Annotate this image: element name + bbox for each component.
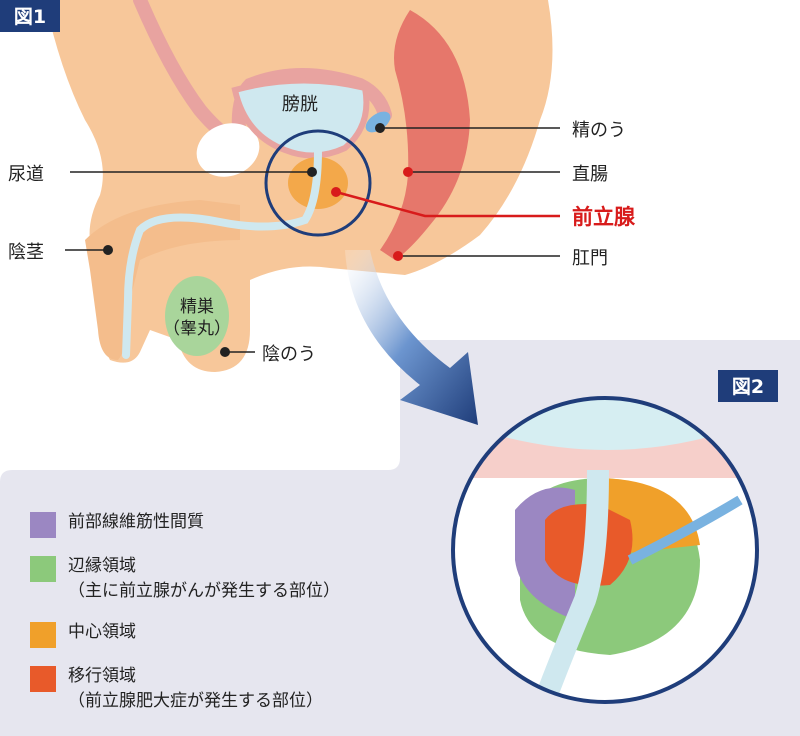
label-rectum: 直腸 [572, 164, 608, 185]
pubic-bone [196, 123, 260, 177]
label-anus: 肛門 [572, 248, 608, 269]
legend-item: 移行領域 （前立腺肥大症が発生する部位） [30, 664, 410, 714]
bladder-shape [231, 77, 370, 159]
leader-lines [65, 127, 560, 353]
legend-item: 前部線維筋性間質 [30, 510, 410, 538]
label-testis: 精巣 [180, 297, 214, 317]
urethra-tube [122, 146, 322, 359]
legend-item: 辺縁領域 （主に前立腺がんが発生する部位） [30, 554, 410, 604]
badge-fig2: 図2 [718, 370, 778, 402]
zoom-arrow [345, 250, 478, 425]
testis-shape [165, 276, 229, 356]
label-urethra: 尿道 [8, 164, 44, 185]
svg-text:図2: 図2 [732, 376, 764, 398]
label-seminal-vesicle: 精のう [572, 120, 626, 141]
legend-swatch [30, 666, 56, 692]
legend-text: 移行領域 （前立腺肥大症が発生する部位） [68, 666, 323, 711]
label-testis-alt: （睾丸） [163, 319, 231, 339]
rectum-shape [380, 10, 470, 260]
label-bladder: 膀胱 [282, 94, 318, 115]
label-scrotum: 陰のう [262, 344, 316, 365]
legend-swatch [30, 556, 56, 582]
leader-dots [103, 123, 413, 357]
legend-text: 中心領域 [68, 622, 136, 642]
legend-swatch [30, 512, 56, 538]
legend-swatch [30, 622, 56, 648]
legend-text: 辺縁領域 （主に前立腺がんが発生する部位） [68, 556, 340, 601]
legend-item: 中心領域 [30, 620, 410, 648]
prostate-leader [335, 190, 560, 218]
label-prostate: 前立腺 [572, 205, 636, 229]
legend-text: 前部線維筋性間質 [68, 512, 204, 532]
zoom-circle-small [264, 129, 372, 237]
legend: 前部線維筋性間質 辺縁領域 （主に前立腺がんが発生する部位） 中心領域 移行領域… [30, 510, 410, 730]
badge-fig1: 図1 [0, 0, 60, 32]
zoom-circle-large [451, 396, 759, 704]
svg-text:図1: 図1 [14, 6, 46, 28]
label-penis: 陰茎 [8, 242, 44, 263]
